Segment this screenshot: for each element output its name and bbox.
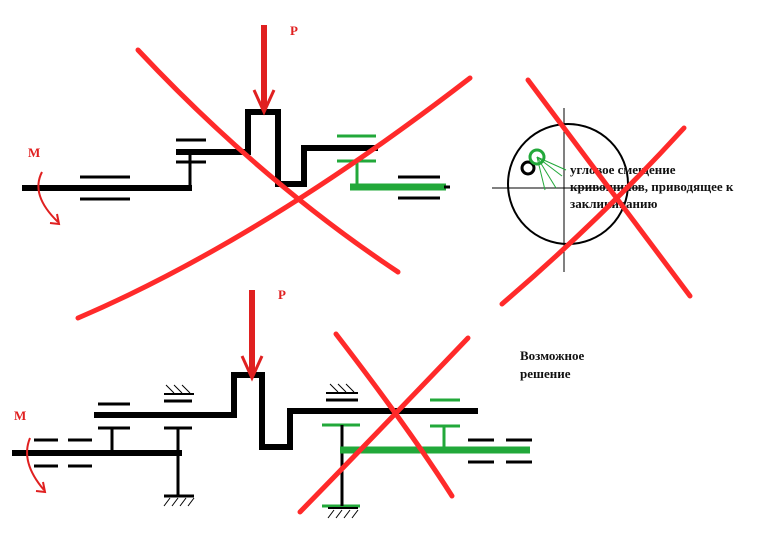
offset-note-line1: угловое смещение — [570, 162, 676, 177]
bottom-right-top-hatch — [329, 383, 355, 393]
crank-pin-green — [528, 148, 546, 166]
top-cross-mark — [75, 47, 473, 321]
top-moment-arrow — [37, 171, 61, 226]
bottom-ground-hatch — [163, 497, 195, 507]
crank-pin-black — [520, 160, 536, 176]
bottom-force-arrow — [240, 290, 264, 382]
bottom-cross-mark — [297, 331, 471, 515]
bottom-moment-label: M — [14, 408, 26, 423]
top-crank — [176, 109, 378, 187]
circle-cross-mark — [499, 77, 693, 307]
top-force-arrow — [252, 25, 276, 116]
bottom-moment-arrow — [26, 437, 47, 494]
solution-label-line2: решение — [520, 366, 571, 381]
bottom-crank — [94, 372, 478, 450]
bottom-top-hatch — [165, 384, 191, 394]
bottom-force-label: P — [278, 287, 286, 302]
offset-rays — [536, 156, 567, 191]
top-mechanism — [22, 109, 450, 201]
bottom-mechanism — [12, 372, 532, 519]
offset-note-line2: кривошипов, приводящее к — [570, 179, 734, 194]
solution-label-line1: Возможное — [520, 348, 584, 363]
bottom-right-ground-hatch — [327, 509, 359, 519]
top-force-label: P — [290, 23, 298, 38]
top-moment-label: M — [28, 145, 40, 160]
